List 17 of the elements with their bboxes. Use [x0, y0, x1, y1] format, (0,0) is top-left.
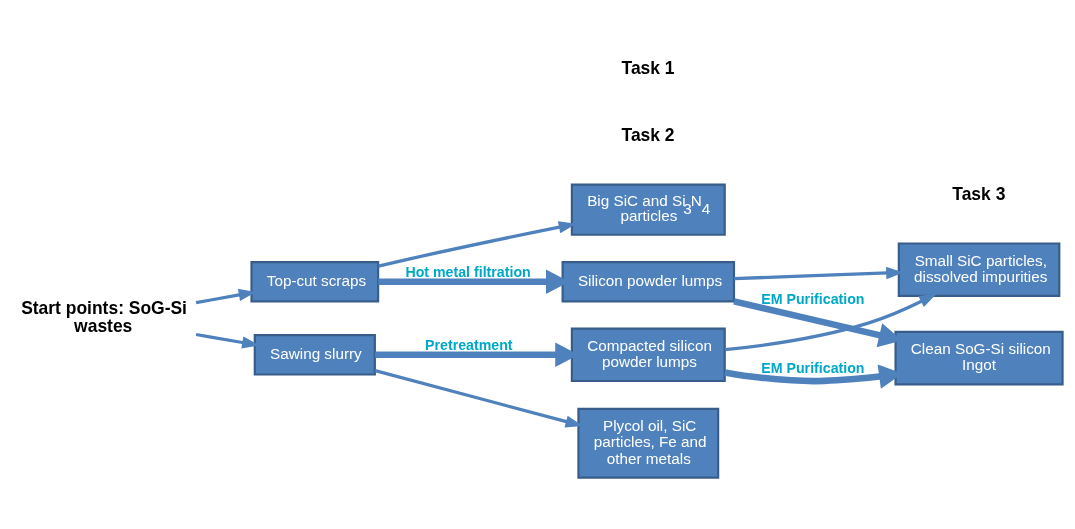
arrow — [724, 293, 937, 352]
node-text: Start points: SoG-Si wastes — [21, 298, 187, 336]
edge-label: Hot metal filtration — [405, 263, 531, 280]
node-box: Silicon powder lumps — [561, 260, 736, 303]
node-box: Top-cut scraps — [250, 260, 380, 303]
edge-label: Pretreatment — [425, 336, 513, 353]
node-box: Compacted silicon powder lumps — [570, 327, 726, 383]
node-box: Plycol oil, SiC particles, Fe and other metals — [577, 407, 720, 479]
edge-label: EM Purification — [761, 290, 865, 307]
node-box: Small SiC particles, dissolved impurities — [897, 242, 1061, 297]
arrow — [374, 369, 583, 428]
label: Task 2 — [621, 124, 675, 145]
label: Task 3 — [952, 183, 1006, 204]
label: Task 1 — [621, 58, 675, 79]
node-box: Clean SoG-Si silicon Ingot — [894, 330, 1064, 386]
edge-label: EM Purification — [761, 359, 865, 376]
node-box: Sawing slurry — [253, 334, 376, 376]
